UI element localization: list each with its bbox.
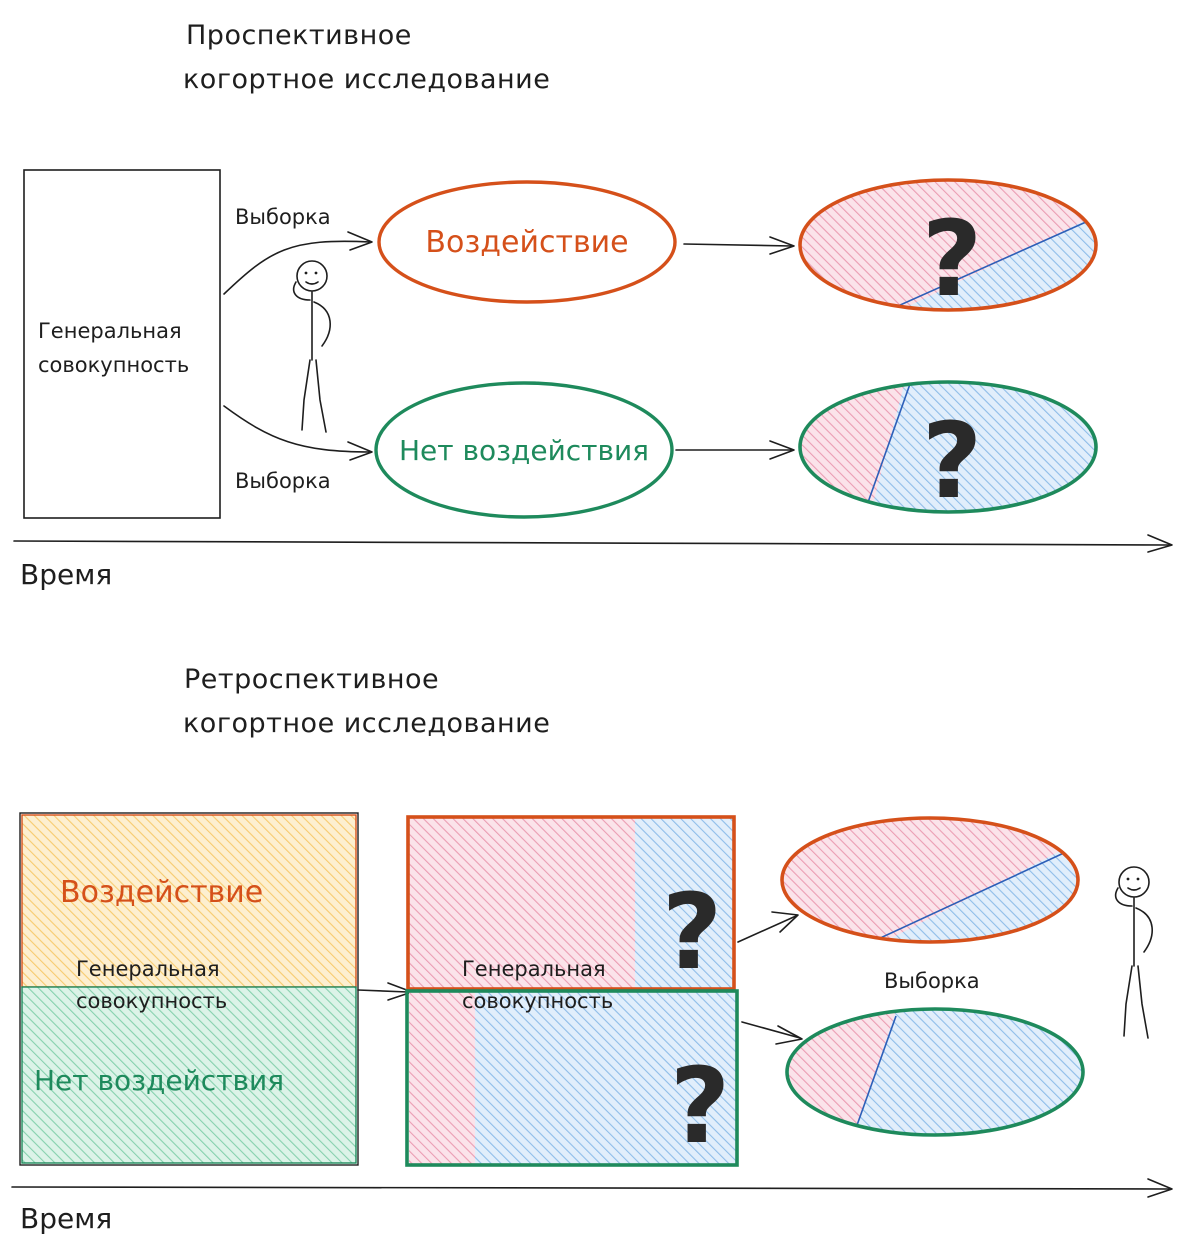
retrospective-sample-arrowhead-bottom [775,1025,803,1045]
retrospective-no-exposure-label: Нет воздействия [34,1064,284,1097]
retrospective-population-box [19,812,359,1166]
retrospective-sample-arrowhead-top [771,911,799,933]
prospective-population-label-line1: Генеральная [38,319,182,343]
retrospective-mid-bottom-pink [409,992,475,1164]
prospective-exposure-ellipse [377,180,677,304]
prospective-outcome-exposed-ellipse [798,178,1098,312]
retrospective-mid-exposed-box [406,815,736,991]
researcher-figure-prospective [292,260,331,433]
retrospective-population-left-line2: совокупность [76,989,227,1013]
retrospective-mid-top-blue [635,818,734,988]
retrospective-sample-unexposed-fill [787,1009,1083,1135]
prospective-outcome-unexposed-fill [800,382,1096,512]
retrospective-unknown-top: ? [662,871,722,993]
retrospective-population-mid-line2: совокупность [462,989,613,1013]
prospective-sample-label-top: Выборка [235,205,331,229]
retrospective-title-line1: Ретроспективное [184,664,439,695]
prospective-no-exposure-label: Нет воздействия [399,434,649,467]
prospective-exposure-label: Воздействие [425,225,628,260]
prospective-sample-label-bottom: Выборка [235,469,331,493]
prospective-sample-arrow-top [223,240,371,295]
retrospective-time-axis-arrowhead [1147,1178,1173,1198]
retrospective-no-exposure-region [21,986,357,1164]
prospective-time-label: Время [20,558,112,591]
retrospective-sample-exposed-ellipse [780,816,1080,944]
prospective-sample-arrowhead-bottom [347,441,373,461]
retrospective-sample-label: Выборка [884,969,980,993]
researcher-figure-retrospective [1114,866,1153,1039]
prospective-title-line1: Проспективное [186,20,412,51]
prospective-sample-arrow-bottom [223,405,371,453]
retrospective-mid-top-pink [409,818,635,988]
retrospective-sample-arrow-bottom [741,1021,801,1039]
prospective-time-axis-arrowhead [1147,534,1173,553]
retrospective-exposure-label: Воздействие [60,875,263,910]
prospective-population-label-line2: совокупность [38,353,189,377]
retrospective-title-line2: когортное исследование [183,708,550,739]
retrospective-unknown-bottom: ? [670,1045,730,1167]
prospective-outcome-unexposed-ellipse [798,380,1098,514]
prospective-outcome-arrowhead-bottom [769,440,795,460]
retrospective-sample-exposed-fill [782,818,1078,942]
prospective-sample-arrowhead-top [347,231,373,251]
retrospective-population-left-line1: Генеральная [76,957,220,981]
retrospective-time-label: Время [20,1202,112,1235]
prospective-no-exposure-ellipse [374,381,674,519]
retrospective-exposure-region [21,814,357,988]
prospective-outcome-arrow-top [683,243,793,247]
prospective-time-axis [13,540,1171,546]
retrospective-mid-bottom-blue [475,992,737,1164]
retrospective-sample-arrow-top [737,915,797,943]
retrospective-middle-arrow [357,989,409,993]
prospective-unknown-top: ? [922,198,982,320]
prospective-outcome-arrowhead-top [769,236,795,255]
retrospective-time-axis [11,1186,1171,1190]
prospective-title-line2: когортное исследование [183,64,550,95]
prospective-outcome-exposed-fill [800,180,1096,310]
prospective-population-box [23,169,221,519]
prospective-unknown-bottom: ? [922,400,982,522]
retrospective-sample-unexposed-ellipse [785,1007,1085,1137]
retrospective-mid-unexposed-box [405,989,739,1167]
retrospective-population-mid-line1: Генеральная [462,957,606,981]
